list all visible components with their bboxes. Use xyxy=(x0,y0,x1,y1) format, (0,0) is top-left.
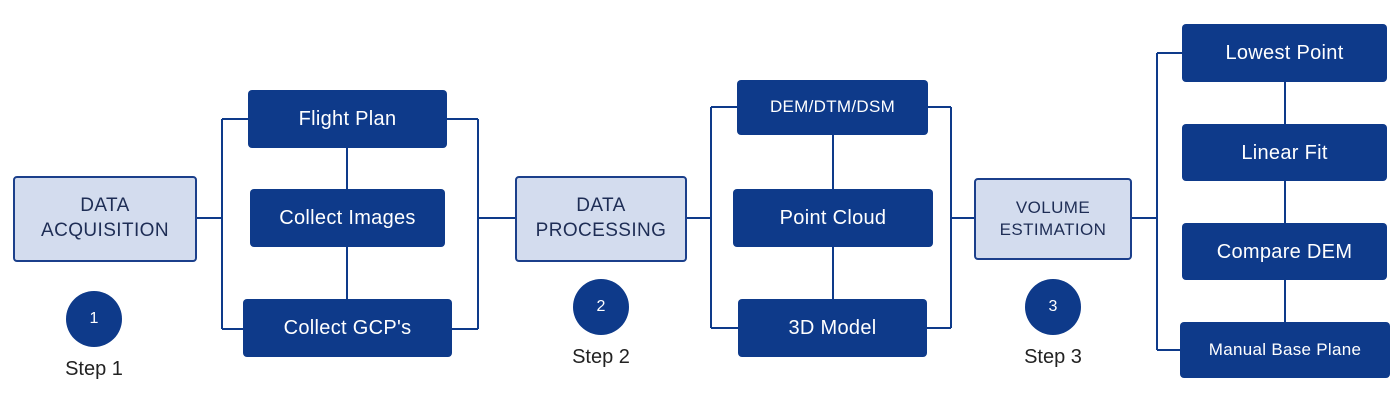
stage-data-processing: DATA PROCESSING xyxy=(515,176,687,262)
step-1-label: Step 1 xyxy=(65,358,123,380)
step-2-label: Step 2 xyxy=(572,346,630,368)
task-3d-model: 3D Model xyxy=(738,299,927,357)
task-collect-gcps: Collect GCP's xyxy=(243,299,452,357)
step-3-number: 3 xyxy=(1048,298,1058,315)
task-flight-plan: Flight Plan xyxy=(248,90,447,148)
task-flight-plan-label: Flight Plan xyxy=(298,108,397,130)
method-compare-dem-label: Compare DEM xyxy=(1216,240,1353,263)
step-3-label: Step 3 xyxy=(1024,346,1082,368)
step-3-circle: 3 xyxy=(1025,279,1081,335)
task-point-cloud: Point Cloud xyxy=(733,189,933,247)
task-point-cloud-label: Point Cloud xyxy=(779,207,887,229)
method-compare-dem: Compare DEM xyxy=(1182,223,1387,280)
task-dem-dtm-dsm-label: DEM/DTM/DSM xyxy=(769,97,896,117)
step-1-number: 1 xyxy=(89,310,99,327)
stage-data-acquisition: DATA ACQUISITION xyxy=(13,176,197,262)
task-collect-gcps-label: Collect GCP's xyxy=(283,317,412,339)
method-lowest-point-label: Lowest Point xyxy=(1225,42,1344,64)
task-dem-dtm-dsm: DEM/DTM/DSM xyxy=(737,80,928,135)
stage-data-acquisition-label: DATA ACQUISITION xyxy=(41,195,169,241)
stage-data-processing-label: DATA PROCESSING xyxy=(535,195,667,241)
step-2-circle: 2 xyxy=(573,279,629,335)
step-1-circle: 1 xyxy=(66,291,122,347)
step-2-number: 2 xyxy=(596,298,606,315)
method-lowest-point: Lowest Point xyxy=(1182,24,1387,82)
stage-volume-estimation: VOLUME ESTIMATION xyxy=(974,178,1132,260)
method-manual-base-plane-label: Manual Base Plane xyxy=(1208,339,1362,359)
stage-volume-estimation-label: VOLUME ESTIMATION xyxy=(999,197,1107,239)
task-3d-model-label: 3D Model xyxy=(788,317,877,339)
method-linear-fit: Linear Fit xyxy=(1182,124,1387,181)
task-collect-images: Collect Images xyxy=(250,189,445,247)
method-manual-base-plane: Manual Base Plane xyxy=(1180,322,1390,378)
method-linear-fit-label: Linear Fit xyxy=(1241,141,1328,164)
task-collect-images-label: Collect Images xyxy=(279,207,416,229)
